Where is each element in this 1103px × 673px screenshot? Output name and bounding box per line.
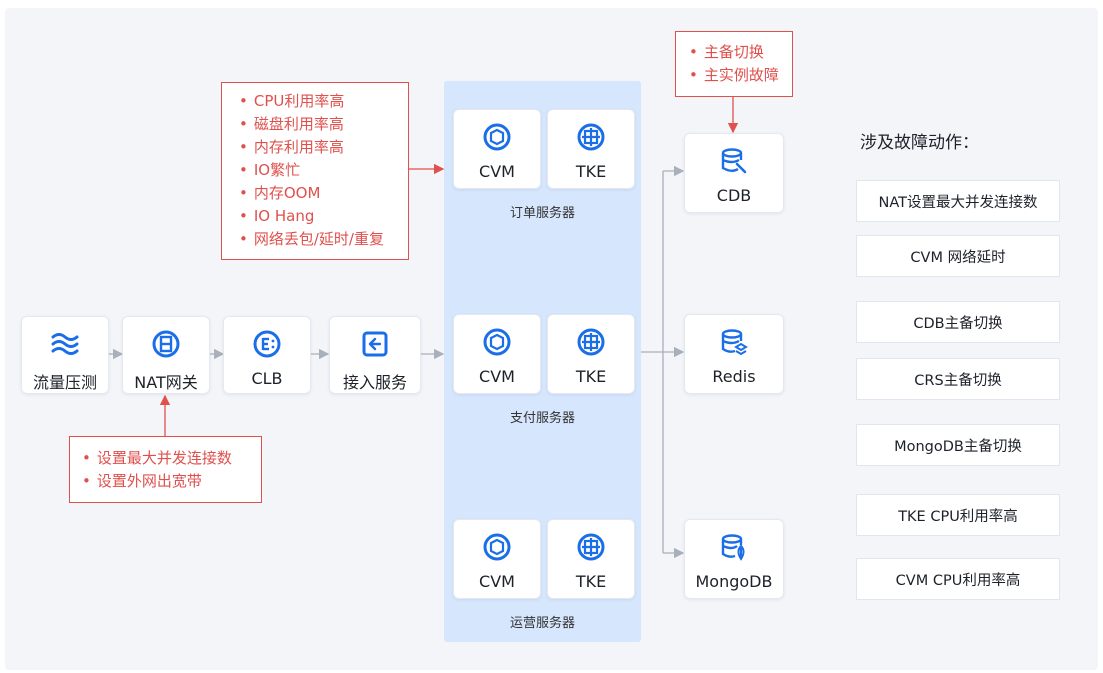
nat-gateway-icon	[152, 330, 180, 358]
mongodb-label: MongoDB	[695, 572, 773, 591]
redis-node[interactable]: Redis	[684, 314, 784, 394]
cvm-icon	[483, 123, 511, 151]
wave-icon	[51, 333, 79, 355]
cvm-icon	[483, 328, 511, 356]
action-item: CDB主备切换	[856, 301, 1060, 343]
ops-cvm-node[interactable]: CVM	[453, 519, 541, 599]
fault-item: IO繁忙	[239, 159, 408, 182]
access-service-icon	[362, 331, 388, 357]
cvm-label: CVM	[479, 572, 515, 591]
ops-group-label: 运营服务器	[509, 616, 575, 631]
nat-label: NAT网关	[134, 373, 198, 392]
tke-label: TKE	[575, 367, 607, 386]
tke-icon	[577, 123, 605, 151]
payment-group-label: 支付服务器	[509, 411, 575, 426]
cvm-label: CVM	[479, 162, 515, 181]
action-item: CVM 网络延时	[856, 235, 1060, 277]
cdb-faults-box: 主备切换 主实例故障	[675, 31, 793, 97]
action-item: MongoDB主备切换	[856, 424, 1060, 466]
redis-icon	[721, 329, 748, 356]
cdb-icon	[721, 148, 747, 174]
clb-label: CLB	[251, 369, 283, 388]
fault-item: CPU利用率高	[239, 90, 408, 113]
order-group-label: 订单服务器	[509, 206, 575, 221]
fault-item: IO Hang	[239, 205, 408, 228]
action-item: CVM CPU利用率高	[856, 558, 1060, 600]
ops-tke-node[interactable]: TKE	[547, 519, 635, 599]
tke-icon	[577, 328, 605, 356]
access-label: 接入服务	[342, 373, 407, 392]
cvm-label: CVM	[479, 367, 515, 386]
order-cvm-node[interactable]: CVM	[453, 109, 541, 189]
cdb-node[interactable]: CDB	[684, 133, 784, 213]
fault-item: 设置外网出宽带	[82, 470, 261, 493]
payment-tke-node[interactable]: TKE	[547, 314, 635, 394]
tke-label: TKE	[575, 572, 607, 591]
action-item: CRS主备切换	[856, 358, 1060, 400]
nat-faults-box: 设置最大并发连接数 设置外网出宽带	[69, 436, 262, 503]
traffic-label: 流量压测	[32, 373, 97, 392]
redis-label: Redis	[712, 367, 756, 386]
fault-item: 磁盘利用率高	[239, 113, 408, 136]
nat-node[interactable]: NAT网关	[122, 316, 210, 394]
clb-node[interactable]: CLB	[223, 316, 311, 394]
fault-item: 主备切换	[689, 41, 792, 64]
clb-icon	[253, 330, 281, 358]
fault-item: 内存OOM	[239, 182, 408, 205]
fault-item: 设置最大并发连接数	[82, 447, 261, 470]
server-faults-box: CPU利用率高 磁盘利用率高 内存利用率高 IO繁忙 内存OOM IO Hang…	[221, 82, 409, 260]
payment-cvm-node[interactable]: CVM	[453, 314, 541, 394]
cdb-label: CDB	[716, 186, 752, 205]
action-item: NAT设置最大并发连接数	[856, 180, 1060, 222]
tke-label: TKE	[575, 162, 607, 181]
fault-item: 内存利用率高	[239, 136, 408, 159]
mongodb-node[interactable]: MongoDB	[684, 519, 784, 599]
access-node[interactable]: 接入服务	[329, 316, 421, 394]
actions-title: 涉及故障动作：	[860, 133, 979, 153]
order-tke-node[interactable]: TKE	[547, 109, 635, 189]
fault-item: 网络丢包/延时/重复	[239, 228, 408, 251]
cvm-icon	[483, 533, 511, 561]
traffic-node[interactable]: 流量压测	[21, 316, 109, 394]
mongodb-icon	[721, 534, 745, 561]
tke-icon	[577, 533, 605, 561]
fault-item: 主实例故障	[689, 64, 792, 87]
action-item: TKE CPU利用率高	[856, 494, 1060, 536]
